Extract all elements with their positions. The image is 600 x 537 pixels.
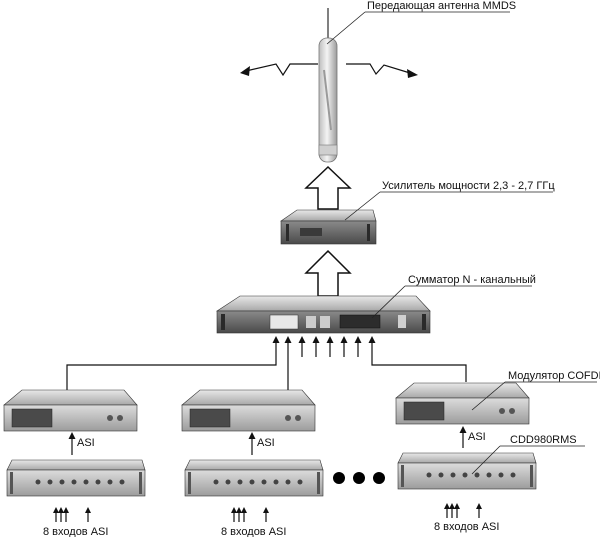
asi-link-3: ASI [459, 426, 486, 448]
combiner-callout: Сумматор N - канальный [371, 274, 536, 319]
radiation-right-icon [346, 63, 418, 78]
power-amplifier [280, 209, 377, 245]
encoder-inputs-3: 8 входов ASI [434, 503, 499, 533]
antenna-callout: Передающая антенна MMDS [326, 0, 516, 45]
encoder-2 [184, 459, 324, 497]
inputs-label: 8 входов ASI [43, 526, 108, 537]
encoder-callout: CDD980RMS [471, 434, 585, 475]
modulator-3 [395, 382, 530, 425]
asi-link-2: ASI [248, 432, 275, 455]
encoder-inputs-2: 8 входов ASI [221, 507, 286, 537]
antenna [318, 8, 338, 163]
inputs-label: 8 входов ASI [434, 521, 499, 533]
combiner [215, 295, 431, 334]
amplifier-label: Усилитель мощности 2,3 - 2,7 ГГц [382, 180, 555, 192]
antenna-label: Передающая антенна MMDS [367, 0, 516, 12]
asi-label: ASI [77, 437, 95, 449]
asi-label: ASI [468, 431, 486, 443]
asi-link-1: ASI [68, 432, 95, 455]
radiation-left-icon [240, 63, 318, 77]
hollow-arrow-up-icon [304, 165, 352, 210]
hollow-arrow-up-icon [304, 249, 352, 297]
asi-label: ASI [257, 437, 275, 449]
modulator-1 [3, 389, 138, 432]
modulator-2 [181, 389, 316, 432]
combiner-label: Сумматор N - канальный [408, 274, 536, 286]
modulator-label: Модулятор COFDM [508, 370, 600, 382]
encoder-1 [6, 459, 146, 497]
encoder-3 [397, 452, 537, 490]
modulator-connections [66, 336, 467, 390]
encoder-inputs-1: 8 входов ASI [43, 507, 108, 537]
encoder-label: CDD980RMS [510, 434, 577, 446]
inputs-label: 8 входов ASI [221, 526, 286, 537]
ellipsis-dots-icon [333, 472, 385, 484]
amplifier-callout: Усилитель мощности 2,3 - 2,7 ГГц [344, 180, 555, 221]
combiner-input-arrows [284, 336, 362, 357]
modulator-callout: Модулятор COFDM [471, 370, 600, 411]
